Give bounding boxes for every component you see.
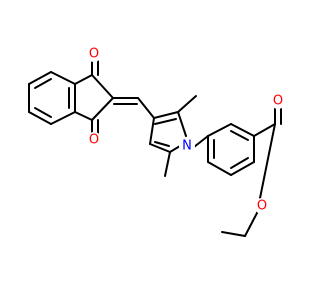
bond bbox=[169, 145, 181, 153]
atom-labels: O O N O O bbox=[86, 46, 286, 214]
bond bbox=[50, 111, 76, 125]
bond bbox=[253, 123, 276, 137]
bond bbox=[137, 97, 155, 119]
bond bbox=[34, 107, 52, 118]
bond bbox=[230, 123, 255, 137]
oxygen-label-ester: O bbox=[254, 198, 270, 214]
bond bbox=[244, 212, 258, 237]
bond bbox=[149, 143, 171, 153]
atom-o: O bbox=[273, 94, 283, 109]
bond bbox=[149, 117, 155, 145]
bond bbox=[28, 111, 52, 125]
molecule-structure-diagram: O O N O O bbox=[28, 46, 286, 237]
bond bbox=[221, 231, 246, 237]
bond bbox=[28, 71, 52, 85]
bond bbox=[207, 123, 232, 137]
oxygen-label-carbonyl: O bbox=[270, 93, 286, 109]
bond bbox=[207, 161, 232, 176]
bond bbox=[91, 74, 114, 99]
bond bbox=[74, 74, 93, 85]
atom-o: O bbox=[257, 199, 267, 214]
bond bbox=[177, 95, 197, 113]
bond bbox=[154, 141, 170, 147]
bond bbox=[50, 71, 76, 85]
pyrrole-ring bbox=[149, 95, 197, 177]
benzoate-fragment bbox=[193, 106, 282, 237]
indanedione-fragment bbox=[28, 59, 155, 135]
atom-o: O bbox=[89, 133, 99, 148]
atom-n: N bbox=[182, 139, 192, 154]
bond bbox=[256, 123, 276, 214]
bond bbox=[177, 111, 187, 137]
atom-o: O bbox=[89, 47, 99, 62]
bond bbox=[154, 118, 177, 125]
bond bbox=[230, 130, 249, 141]
bond bbox=[153, 111, 179, 119]
bond bbox=[74, 111, 93, 121]
bond bbox=[230, 157, 249, 169]
bond bbox=[34, 78, 52, 89]
bond bbox=[193, 135, 209, 148]
nitrogen-label: N bbox=[179, 138, 195, 154]
oxygen-label-top: O bbox=[86, 46, 102, 62]
bond bbox=[164, 151, 171, 177]
bond bbox=[230, 161, 255, 176]
bond bbox=[91, 97, 114, 121]
oxygen-label-bottom: O bbox=[86, 132, 102, 148]
